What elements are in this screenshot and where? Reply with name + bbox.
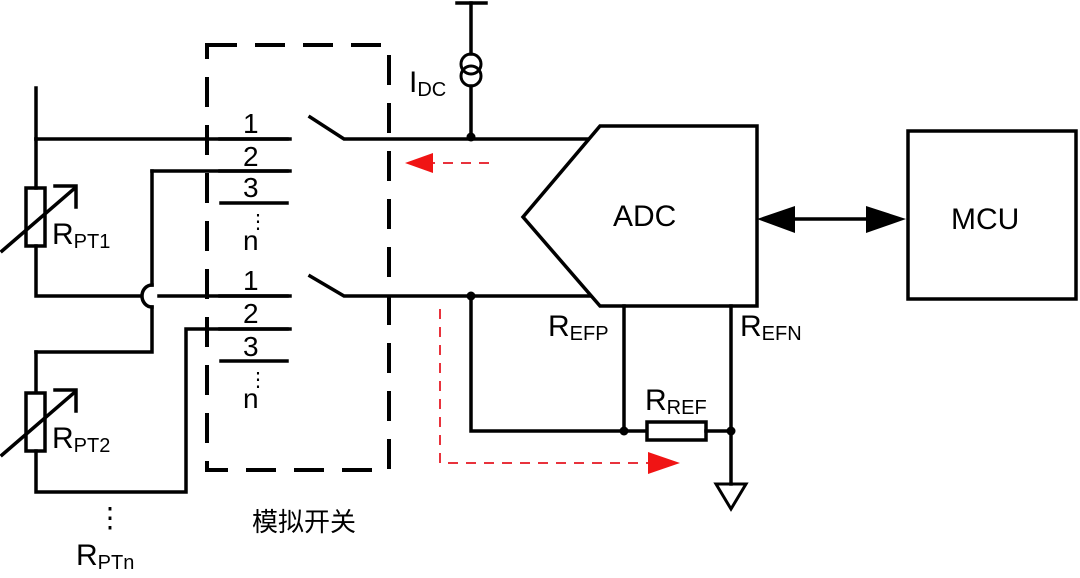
label-rptn: RPTn xyxy=(76,539,134,574)
ellipsis-sensors: ⋮ xyxy=(96,502,124,533)
mcu-label: MCU xyxy=(951,203,1019,236)
variable-arrow-rpt1 xyxy=(0,185,78,254)
current-flow-arrowhead-top xyxy=(405,153,433,173)
mcu-body xyxy=(906,129,1078,301)
switch2-blade xyxy=(307,273,472,298)
adc-block: ADC xyxy=(520,124,759,308)
switch1-blade xyxy=(307,114,472,141)
current-source-idc: IDC xyxy=(409,1,488,142)
sensor-rpt1: RPT1 xyxy=(0,86,292,298)
current-source-circle-top xyxy=(459,52,483,76)
switch2-ellipsis: ⋮ xyxy=(248,369,268,391)
switch1-label-n: n xyxy=(243,225,259,256)
switch1-label-3: 3 xyxy=(243,172,259,203)
current-flow-arrowhead-bottom xyxy=(648,452,680,474)
crossover-hop xyxy=(140,283,154,309)
variable-arrowhead-rpt2 xyxy=(53,388,78,413)
wire-rpt2-top-vertical-lower xyxy=(34,305,154,354)
current-source-circle-bottom xyxy=(459,64,483,88)
label-refp: REFP xyxy=(548,310,609,345)
label-rpt2: RPT2 xyxy=(52,422,110,457)
analog-switch-label: 模拟开关 xyxy=(252,508,356,538)
switch2-label-n: n xyxy=(243,383,259,414)
switch2-label-2: 2 xyxy=(243,298,259,329)
resistor-rref-body xyxy=(645,420,708,442)
switch1-ellipsis: ⋮ xyxy=(248,211,268,233)
arrowhead-to-adc xyxy=(757,206,795,233)
label-rref: RREF xyxy=(645,384,707,419)
wire-rpt1-lower xyxy=(34,244,142,298)
variable-arrow-rpt2 xyxy=(0,389,78,458)
label-idc: IDC xyxy=(409,66,446,101)
switch1-label-1: 1 xyxy=(243,108,259,139)
wire-return-loop xyxy=(469,294,649,433)
arrowhead-to-mcu xyxy=(866,206,906,233)
adc-body xyxy=(520,124,759,308)
ground-icon xyxy=(713,482,749,512)
current-flow-dashed-bottom xyxy=(439,309,650,464)
mcu-block: MCU xyxy=(906,129,1078,301)
junction-refp xyxy=(619,426,629,436)
analog-switch-boundary xyxy=(205,43,391,472)
variable-arrowhead-rpt1 xyxy=(53,184,78,209)
label-refn: REFN xyxy=(740,310,802,345)
analog-switch: 1 2 3 ⋮ n 1 2 3 ⋮ n 模拟开关 xyxy=(205,43,472,538)
switch2-label-1: 1 xyxy=(243,265,259,296)
adc-label: ADC xyxy=(613,200,676,233)
label-rpt1: RPT1 xyxy=(52,218,110,253)
switch2-label-3: 3 xyxy=(243,331,259,362)
switch1-label-2: 2 xyxy=(243,141,259,172)
